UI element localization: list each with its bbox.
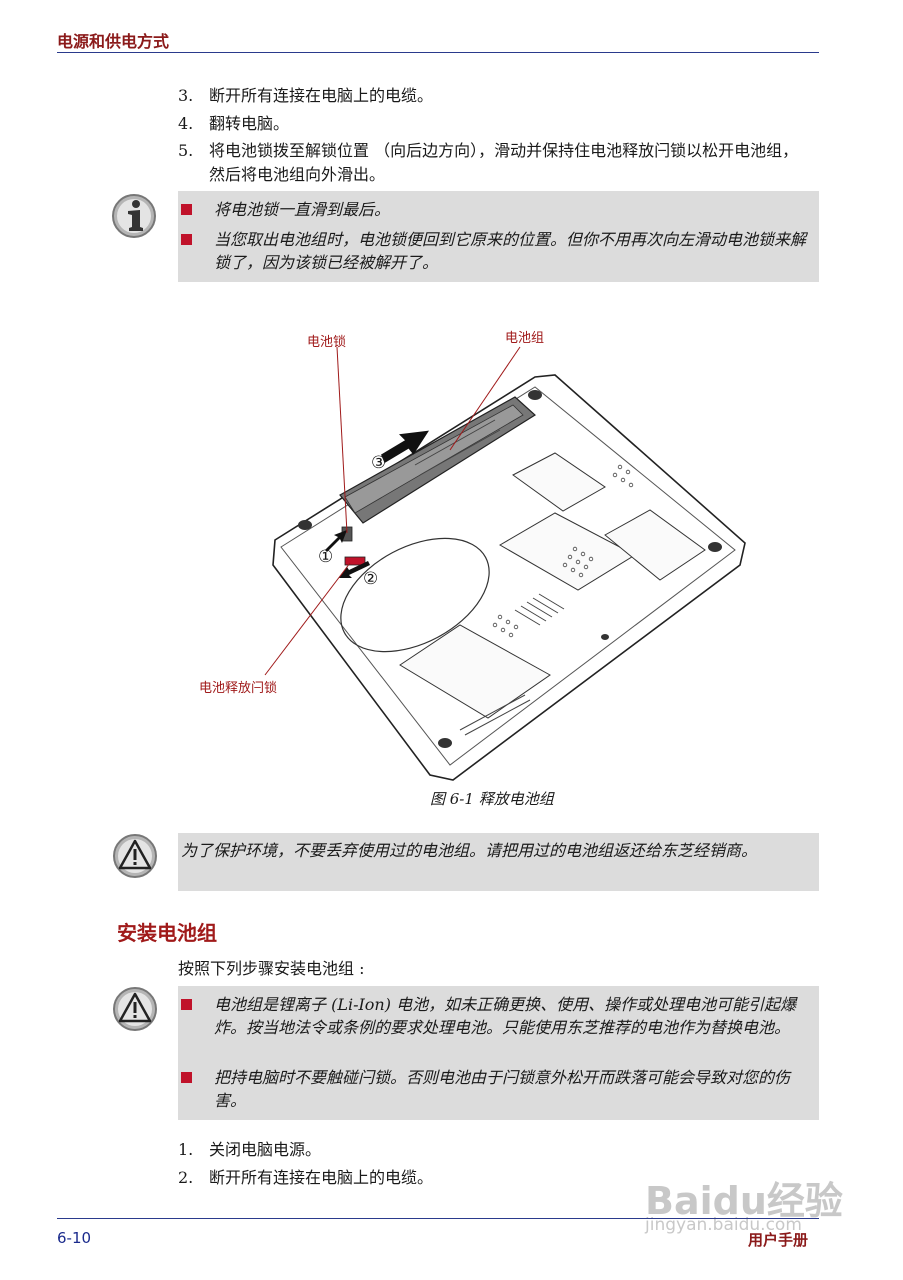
figure-battery-release: 电池锁 电池组 电池释放闩锁 ① ② ③: [195, 325, 755, 785]
step-number: 2.: [178, 1168, 194, 1187]
bullet-square-icon: [181, 1072, 192, 1083]
info-icon: [112, 194, 156, 238]
step-item: 1. 关闭电脑电源。: [178, 1138, 818, 1162]
step-mark-1: ①: [318, 547, 334, 567]
bullet-square-icon: [181, 234, 192, 245]
section-title: 安装电池组: [117, 921, 217, 945]
note-bullet-text: 当您取出电池组时，电池锁便回到它原来的位置。但你不用再次向左滑动电池锁来解锁了，…: [214, 230, 807, 272]
step-text: 翻转电脑。: [209, 114, 290, 133]
warning-bullet-text: 把持电脑时不要触碰闩锁。否则电池由于闩锁意外松开而跌落可能会导致对您的伤害。: [214, 1068, 791, 1110]
step-number: 4.: [178, 114, 194, 133]
header-rule: [57, 52, 819, 53]
label-release-latch: 电池释放闩锁: [199, 681, 278, 696]
step-mark-2: ②: [363, 569, 379, 589]
warning-note: 电池组是锂离子 (Li-Ion) 电池，如未正确更换、使用、操作或处理电池可能引…: [178, 986, 819, 1120]
step-text: 关闭电脑电源。: [209, 1140, 322, 1159]
step-item: 3. 断开所有连接在电脑上的电缆。: [178, 84, 818, 108]
warning-icon: [113, 834, 157, 878]
manual-title: 用户手册: [748, 1231, 809, 1249]
watermark-url: jingyan.baidu.com: [645, 1215, 802, 1235]
step-item: 2. 断开所有连接在电脑上的电缆。: [178, 1166, 818, 1190]
page-number: 6-10: [57, 1229, 92, 1247]
watermark-logo: Baidu经验: [645, 1179, 843, 1223]
warning-text: 为了保护环境，不要丢弃使用过的电池组。请把用过的电池组返还给东芝经销商。: [181, 841, 758, 860]
bullet-square-icon: [181, 999, 192, 1010]
section-intro: 按照下列步骤安装电池组 :: [178, 959, 365, 978]
note-bullet-text: 将电池锁一直滑到最后。: [214, 200, 391, 219]
laptop-bottom-illustration: [272, 374, 746, 781]
running-header: 电源和供电方式: [57, 32, 170, 51]
info-note: 将电池锁一直滑到最后。 当您取出电池组时，电池锁便回到它原来的位置。但你不用再次…: [178, 191, 819, 282]
step-item: 4. 翻转电脑。: [178, 112, 818, 136]
step-number: 3.: [178, 86, 194, 105]
step-number: 1.: [178, 1140, 194, 1159]
label-battery-pack: 电池组: [505, 331, 545, 346]
step-text: 断开所有连接在电脑上的电缆。: [209, 1168, 434, 1187]
step-text: 断开所有连接在电脑上的电缆。: [209, 86, 434, 105]
warning-icon: [113, 987, 157, 1031]
step-item: 5. 将电池锁拨至解锁位置 （向后边方向），滑动并保持住电池释放闩锁以松开电池组…: [178, 139, 818, 187]
warning-bullet-text: 电池组是锂离子 (Li-Ion) 电池，如未正确更换、使用、操作或处理电池可能引…: [214, 995, 797, 1037]
bullet-square-icon: [181, 204, 192, 215]
step-mark-3: ③: [371, 453, 387, 473]
step-number: 5.: [178, 141, 194, 160]
figure-caption: 图 6-1 释放电池组: [430, 790, 554, 808]
step-text: 将电池锁拨至解锁位置 （向后边方向），滑动并保持住电池释放闩锁以松开电池组，然后…: [209, 141, 799, 184]
footer-rule: [57, 1218, 819, 1219]
label-battery-lock: 电池锁: [307, 335, 347, 350]
warning-note: 为了保护环境，不要丢弃使用过的电池组。请把用过的电池组返还给东芝经销商。: [178, 833, 819, 891]
figure-leader-lines: [264, 346, 521, 676]
